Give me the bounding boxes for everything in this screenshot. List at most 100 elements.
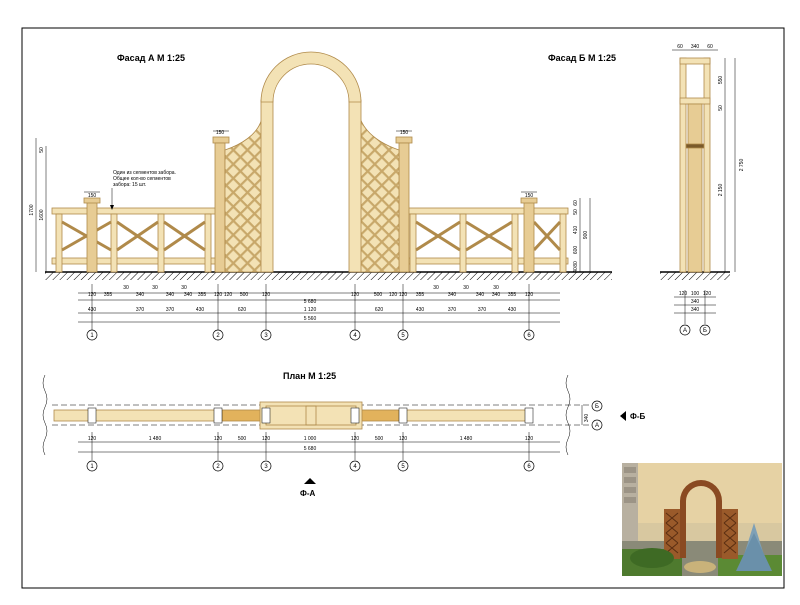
- section-label-fa: Ф-А: [300, 489, 315, 498]
- plan-view: [42, 374, 600, 460]
- svg-text:120: 120: [351, 436, 360, 442]
- svg-text:1 120: 1 120: [304, 307, 317, 313]
- svg-text:2 150: 2 150: [718, 184, 724, 197]
- ground-hatch: [45, 272, 612, 280]
- title-facade-b: Фасад Б М 1:25: [548, 53, 617, 63]
- section-arrow-fb: [620, 411, 626, 421]
- svg-text:500: 500: [375, 436, 384, 442]
- svg-text:120: 120: [399, 292, 408, 298]
- svg-text:5 560: 5 560: [304, 316, 317, 322]
- svg-text:120: 120: [525, 436, 534, 442]
- svg-text:2: 2: [216, 333, 220, 339]
- svg-text:4: 4: [353, 464, 357, 470]
- svg-text:120: 120: [262, 436, 271, 442]
- svg-text:1 480: 1 480: [149, 436, 162, 442]
- svg-text:5 680: 5 680: [304, 446, 317, 452]
- facade-a-dimensions: [35, 130, 591, 330]
- svg-text:355: 355: [104, 292, 113, 298]
- svg-text:340: 340: [492, 292, 501, 298]
- svg-text:550: 550: [718, 76, 724, 85]
- svg-text:340: 340: [166, 292, 175, 298]
- post-top-3: 150: [400, 130, 409, 136]
- svg-text:620: 620: [238, 307, 247, 313]
- svg-text:1 000: 1 000: [304, 436, 317, 442]
- sheet-frame: [21, 27, 785, 589]
- svg-text:430: 430: [416, 307, 425, 313]
- title-plan: План М 1:25: [283, 371, 337, 381]
- svg-text:370: 370: [478, 307, 487, 313]
- svg-text:340: 340: [476, 292, 485, 298]
- svg-text:120: 120: [262, 292, 271, 298]
- svg-text:Б: Б: [703, 328, 707, 334]
- axis-markers-facade: [86, 324, 711, 341]
- svg-text:40: 40: [573, 267, 579, 273]
- svg-text:5: 5: [401, 464, 405, 470]
- svg-text:30: 30: [493, 285, 499, 291]
- height-50: 50: [39, 147, 45, 153]
- svg-text:30: 30: [433, 285, 439, 291]
- svg-text:120: 120: [389, 292, 398, 298]
- svg-text:410: 410: [573, 226, 579, 235]
- arch: [260, 51, 362, 273]
- svg-text:А: А: [683, 328, 687, 334]
- section-arrow-fa: [304, 478, 316, 484]
- fence-segment-left: [51, 197, 217, 273]
- svg-text:3: 3: [264, 333, 268, 339]
- svg-text:370: 370: [448, 307, 457, 313]
- svg-text:355: 355: [416, 292, 425, 298]
- svg-text:430: 430: [88, 307, 97, 313]
- svg-text:60: 60: [573, 200, 579, 206]
- svg-text:120: 120: [351, 292, 360, 298]
- svg-text:500: 500: [374, 292, 383, 298]
- svg-text:355: 355: [198, 292, 207, 298]
- axis-numbers: 1 2 3 4 5 6 А Б 1 2 3 4 5 6 Б А: [90, 328, 707, 470]
- garden-arch-photo: [622, 463, 782, 576]
- svg-text:340: 340: [691, 307, 700, 313]
- svg-text:5: 5: [401, 333, 405, 339]
- svg-text:1: 1: [90, 333, 94, 339]
- fence-segment-right: [407, 197, 569, 273]
- svg-text:50: 50: [718, 105, 724, 111]
- svg-text:500: 500: [238, 436, 247, 442]
- note-line-3: забора: 15 шт.: [113, 182, 147, 188]
- svg-text:30: 30: [181, 285, 187, 291]
- facade-a: [45, 51, 612, 280]
- svg-text:80: 80: [573, 261, 579, 267]
- facade-b: [660, 49, 736, 324]
- svg-text:6: 6: [527, 333, 531, 339]
- svg-text:120: 120: [88, 292, 97, 298]
- svg-text:6: 6: [527, 464, 531, 470]
- svg-text:50: 50: [573, 209, 579, 215]
- svg-text:Б: Б: [595, 404, 599, 410]
- svg-text:2 750: 2 750: [739, 159, 745, 172]
- svg-text:120: 120: [214, 436, 223, 442]
- svg-text:120: 120: [88, 436, 97, 442]
- lattice-panel-right: [359, 117, 400, 273]
- svg-text:340: 340: [691, 44, 700, 50]
- svg-text:60: 60: [677, 44, 683, 50]
- svg-text:120: 120: [399, 436, 408, 442]
- svg-text:340: 340: [136, 292, 145, 298]
- svg-text:5 680: 5 680: [304, 299, 317, 305]
- svg-text:А: А: [595, 423, 599, 429]
- svg-text:340: 340: [691, 299, 700, 305]
- note-line-2: Общее кол-во сегментов: [113, 176, 171, 182]
- svg-text:3: 3: [264, 464, 268, 470]
- svg-text:340: 340: [448, 292, 457, 298]
- svg-text:900: 900: [583, 231, 589, 240]
- svg-text:30: 30: [463, 285, 469, 291]
- post-top-2: 150: [216, 130, 225, 136]
- svg-text:120: 120: [679, 291, 688, 297]
- segment-note: Один из сегментов забора. Общее кол-во с…: [113, 170, 193, 188]
- svg-text:500: 500: [240, 292, 249, 298]
- svg-text:30: 30: [152, 285, 158, 291]
- svg-text:120: 120: [525, 292, 534, 298]
- photo-render: [622, 463, 782, 576]
- svg-text:60: 60: [707, 44, 713, 50]
- svg-text:100: 100: [691, 291, 700, 297]
- post-top-1: 150: [88, 193, 97, 199]
- lattice-panel-left: [224, 117, 263, 273]
- title-facade-a: Фасад А М 1:25: [117, 53, 186, 63]
- svg-text:120: 120: [703, 291, 712, 297]
